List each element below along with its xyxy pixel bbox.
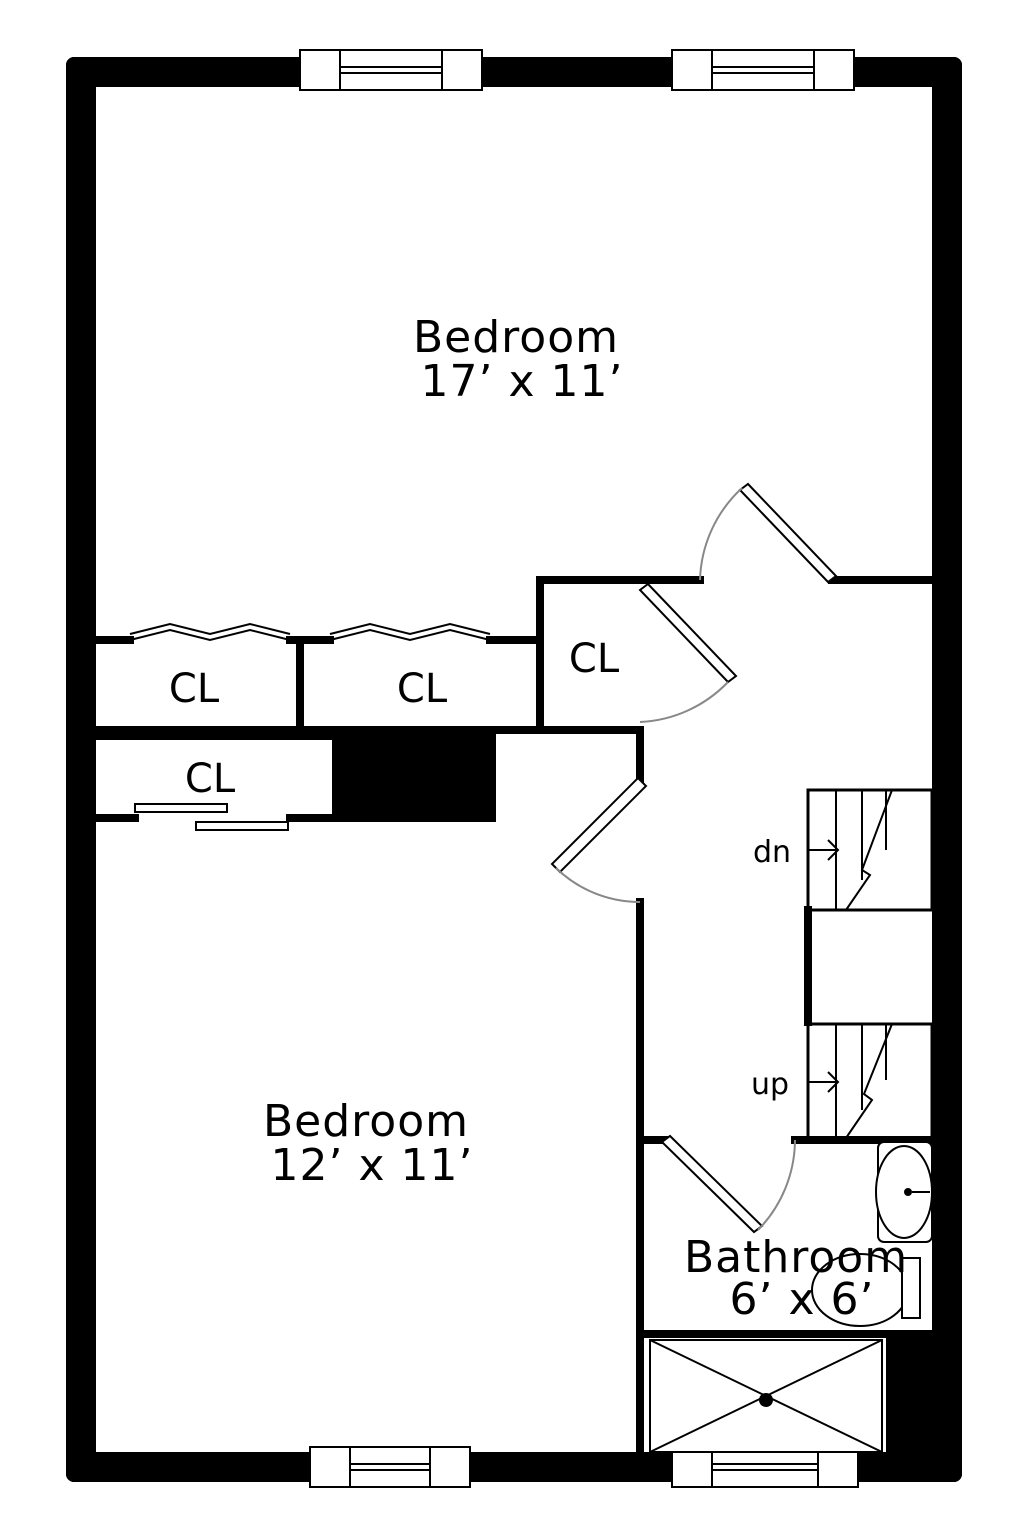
window-bottom-left [309, 1446, 471, 1488]
swing-doors[interactable] [550, 482, 838, 1234]
bifold-doors[interactable] [129, 622, 491, 642]
bedroom-top-dims: 17’ x 11’ [421, 356, 624, 407]
closet-label-2: CL [397, 666, 448, 712]
toilet [811, 1253, 921, 1327]
closet-label-3: CL [569, 636, 620, 682]
bedroom-bottom-name: Bedroom [263, 1096, 469, 1147]
door-cl3[interactable] [638, 582, 738, 723]
closet-label-1: CL [169, 666, 220, 712]
bedroom-bottom-dims: 12’ x 11’ [271, 1140, 474, 1191]
stairs-down[interactable] [806, 788, 934, 912]
windows [299, 49, 859, 1488]
sliding-doors[interactable] [134, 803, 289, 831]
stairs-down-label: dn [753, 835, 791, 870]
stairs-up[interactable] [806, 1022, 934, 1140]
interior-walls [92, 576, 936, 1456]
door-top-bedroom[interactable] [699, 482, 838, 584]
door-bathroom[interactable] [660, 1134, 796, 1234]
bedroom-top-name: Bedroom [413, 312, 619, 363]
window-top-right [671, 49, 855, 91]
bathroom-dims: 6’ x 6’ [730, 1274, 875, 1325]
chimney-block [332, 732, 496, 822]
wall-right [932, 57, 962, 1482]
wall-left [66, 57, 96, 1482]
bathroom-name: Bathroom [684, 1232, 908, 1283]
door-bottom-bedroom[interactable] [550, 776, 648, 904]
window-top-left [299, 49, 483, 91]
bath-wall-block [886, 1330, 934, 1454]
window-bottom-right [671, 1446, 859, 1488]
shower [649, 1339, 883, 1453]
stairs-up-label: up [751, 1067, 789, 1102]
closet-label-4: CL [185, 756, 236, 802]
sink [875, 1141, 933, 1243]
stairs [806, 788, 934, 1140]
bathroom-fixtures [649, 1141, 933, 1453]
